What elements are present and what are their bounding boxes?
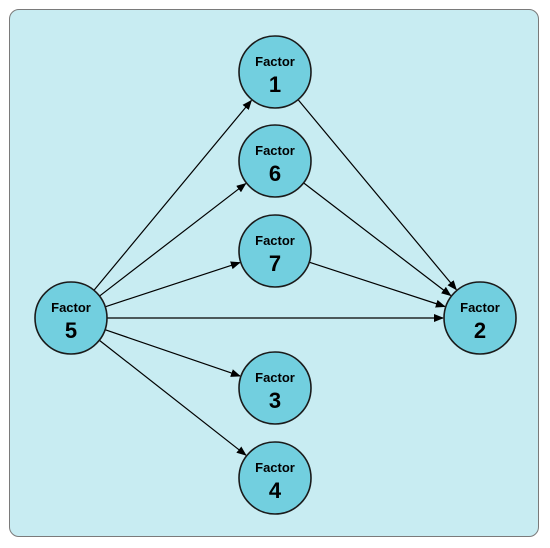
node-number-label: 2: [474, 318, 486, 343]
node-f3: Factor 3: [238, 351, 312, 425]
node-circle: [238, 441, 312, 515]
arrow-f5-to-f4: [98, 339, 247, 456]
node-number-label: 3: [269, 388, 281, 413]
node-f6: Factor 6: [238, 124, 312, 198]
node-word-label: Factor: [255, 370, 295, 385]
node-number-label: 6: [269, 161, 281, 186]
node-circle: [238, 351, 312, 425]
node-f1: Factor 1: [238, 35, 312, 109]
node-word-label: Factor: [255, 143, 295, 158]
edges-layer: [93, 99, 457, 456]
node-word-label: Factor: [255, 233, 295, 248]
node-circle: [238, 35, 312, 109]
node-word-label: Factor: [460, 300, 500, 315]
node-circle: [443, 281, 517, 355]
arrow-f7-to-f2: [309, 261, 446, 308]
arrow-f5-to-f6: [99, 182, 247, 297]
node-circle: [238, 214, 312, 288]
node-circle: [34, 281, 108, 355]
node-word-label: Factor: [255, 460, 295, 475]
arrow-f5-to-f7: [105, 261, 241, 308]
node-number-label: 1: [269, 72, 281, 97]
node-number-label: 4: [269, 478, 282, 503]
node-circle: [238, 124, 312, 198]
node-number-label: 7: [269, 251, 281, 276]
node-f5: Factor 5: [34, 281, 108, 355]
node-word-label: Factor: [51, 300, 91, 315]
node-f7: Factor 7: [238, 214, 312, 288]
arrow-f6-to-f2: [303, 182, 452, 297]
node-number-label: 5: [65, 318, 77, 343]
arrow-f1-to-f2: [297, 99, 457, 291]
nodes-layer: Factor1Factor6Factor7Factor5Factor2Facto…: [34, 35, 517, 515]
node-f4: Factor 4: [238, 441, 312, 515]
node-f2: Factor 2: [443, 281, 517, 355]
node-word-label: Factor: [255, 54, 295, 69]
arrow-f5-to-f1: [93, 99, 253, 291]
arrow-f5-to-f3: [104, 329, 241, 377]
